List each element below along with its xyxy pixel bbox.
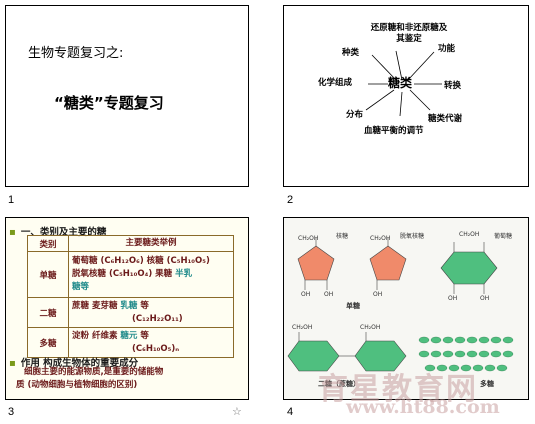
row-examples: 葡萄糖 (C₆H₁₂O₆) 核糖 (C₅H₁₀O₅) 脱氧核糖 (C₅H₁₀O₄… [68,251,234,298]
slide-3[interactable]: ▪ 一、类别及主要的糖 类别 主要糖类举例 单糖 葡萄糖 (C₆H₁₂O₆) 核… [5,217,249,400]
line-metabolism [409,89,431,111]
oh-label: OH [373,291,383,298]
function-line-1: 细胞主要的能源物质,是重要的储能物 [24,367,164,377]
polysaccharide-label: 多糖 [480,380,494,388]
row-category: 多糖 [27,327,69,358]
bullet-icon: ▪ [9,358,16,369]
branch-distribution: 分布 [346,110,364,120]
branch-reducing-sugar: 还原糖和非还原糖及其鉴定 [370,23,448,44]
slide-subtitle: 生物专题复习之: [28,46,124,61]
branch-conversion: 转换 [444,81,462,91]
star-icon: ☆ [232,406,242,418]
line-distribution [365,89,395,111]
disaccharide-label: 二糖（蔗糖） [318,380,360,388]
row-examples: 淀粉 纤维素 糖元 等 (C₆H₁₀O₅)ₙ [68,327,234,358]
ribose-pentagon [297,245,335,281]
sugar-table: 类别 主要糖类举例 单糖 葡萄糖 (C₆H₁₂O₆) 核糖 (C₅H₁₀O₅) … [27,235,234,358]
table-row: 二糖 蔗糖 麦芽糖 乳糖 等 (C₁₂H₂₂O₁₁) [27,297,234,328]
row-line: 葡萄糖 (C₆H₁₂O₆) 核糖 (C₅H₁₀O₅) [72,256,210,266]
line-top [395,50,403,81]
glucose-hexagon [440,251,498,285]
concept-map-lines [365,50,442,117]
slide-number-1: 1 [8,194,15,206]
slide-2[interactable]: 还原糖和非还原糖及其鉴定 种类 功能 化学组成 糖类 转换 分布 糖类代谢 血糖… [283,5,529,187]
ribose-label: 核糖 [336,233,349,240]
oh-label: OH [324,291,334,298]
branch-balance: 血糖平衡的调节 [364,126,424,136]
line-kinds [371,54,397,81]
slide-number-3: 3 [8,406,15,418]
chain-row-1 [418,336,514,344]
row-line: 糖等 [72,282,90,292]
ch2oh-label: CH₂OH [360,324,381,331]
slide-4[interactable]: CH₂OH 核糖 CH₂OH 脱氧核糖 CH₂OH 葡萄糖 OH OH OH O… [283,217,529,400]
row-category: 单糖 [27,251,69,298]
slide-number-2: 2 [287,194,294,206]
ch2oh-label: CH₂OH [370,235,391,242]
row-category: 二糖 [27,297,69,328]
row-line: 蔗糖 麦芽糖 乳糖 等 [72,300,149,311]
table-header-row: 类别 主要糖类举例 [27,235,234,252]
chain-row-3 [424,364,508,372]
branch-metabolism: 糖类代谢 [428,114,463,124]
row-line: 淀粉 纤维素 糖元 等 [72,330,149,341]
ch2oh-label: CH₂OH [292,324,313,331]
oh-label: OH [480,295,490,302]
bullet-icon: ▪ [9,227,16,238]
header-category: 类别 [27,235,69,252]
ch2oh-label: CH₂OH [298,235,319,242]
function-line-2: 质 (动物细胞与植物细胞的区别) [16,380,138,390]
row-formula: (C₆H₁₀O₅)ₙ [132,343,180,354]
watermark-logo: 育星教育网 [318,372,478,407]
oh-label: OH [301,291,311,298]
header-examples: 主要糖类举例 [68,235,234,252]
deoxyribose-label: 脱氧核糖 [400,233,425,240]
row-formula: (C₁₂H₂₂O₁₁) [132,313,183,324]
function-heading: ▪ 作用 构成生物体的重要成分 [9,358,139,369]
deoxyribose-pentagon [369,245,407,281]
section-heading: ▪ 一、类别及主要的糖 [9,227,107,238]
table-row: 多糖 淀粉 纤维素 糖元 等 (C₆H₁₀O₅)ₙ [27,327,234,358]
branch-composition: 化学组成 [318,78,353,88]
sugar-structures-diagram [287,238,514,372]
oh-label: OH [448,295,458,302]
glucose-label: 葡萄糖 [494,233,513,240]
chain-row-2 [418,350,514,358]
slide-1[interactable]: 生物专题复习之: “糖类”专题复习 [5,5,249,187]
branch-function: 功能 [438,44,456,54]
row-examples: 蔗糖 麦芽糖 乳糖 等 (C₁₂H₂₂O₁₁) [68,297,234,328]
line-function [407,51,435,81]
center-node: 糖类 [388,76,413,90]
table-row: 单糖 葡萄糖 (C₆H₁₂O₆) 核糖 (C₅H₁₀O₅) 脱氧核糖 (C₅H₁… [27,251,234,298]
disaccharide-hexagon-1 [287,340,340,372]
ch2oh-label: CH₂OH [459,231,480,238]
monosaccharide-label: 单糖 [346,302,360,310]
line-balance [399,91,403,117]
branch-kinds: 种类 [342,48,360,58]
slide-number-4: 4 [287,406,294,418]
watermark-url: www.ht88.com [346,396,500,418]
row-line: 脱氧核糖 (C₅H₁₀O₄) 果糖 半乳 [72,269,193,279]
slide-title: “糖类”专题复习 [54,94,164,112]
polysaccharide-chains [418,336,514,372]
